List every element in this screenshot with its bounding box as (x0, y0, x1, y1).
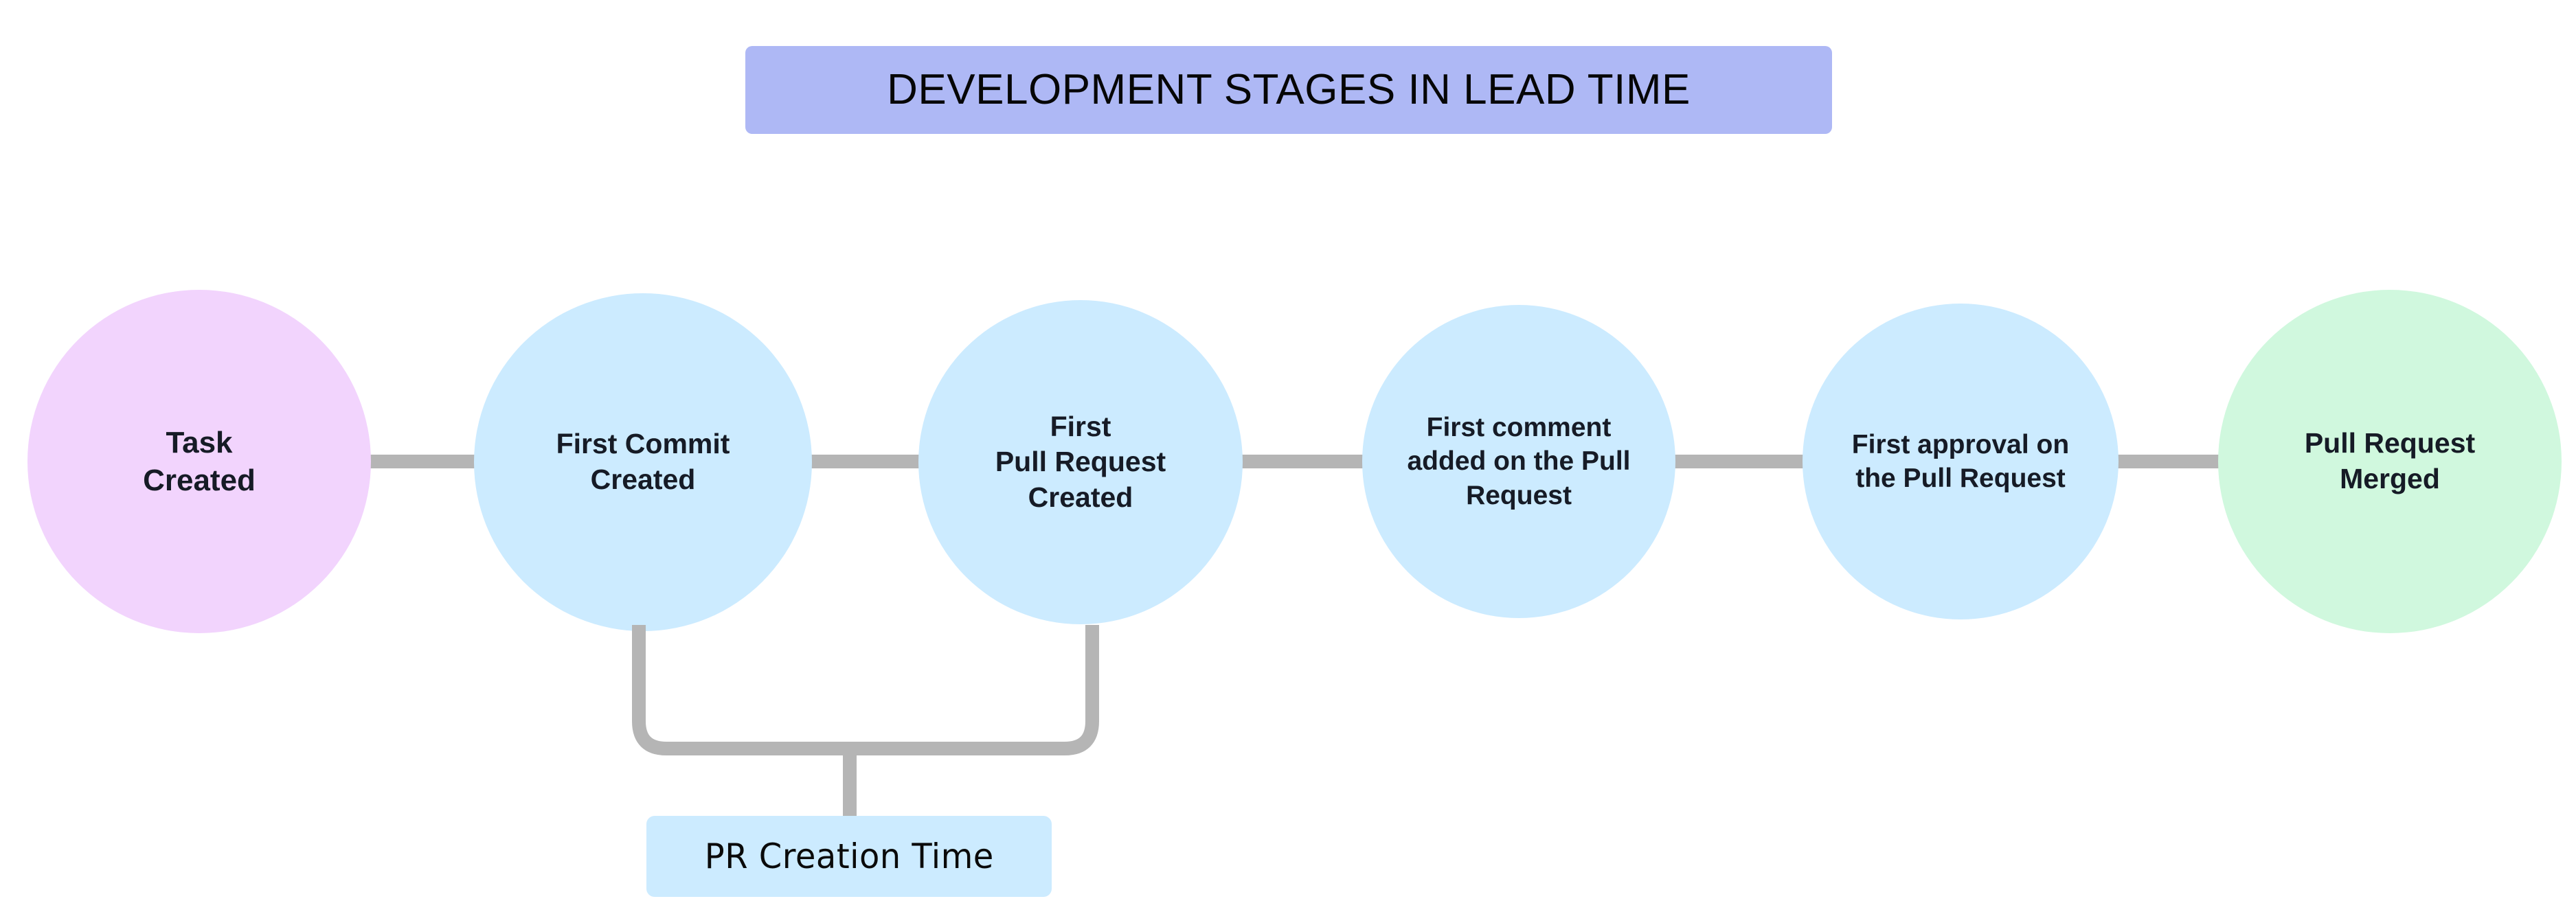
stage-node-first-pull-request-created[interactable]: First Pull Request Created (918, 300, 1243, 624)
page-title: DEVELOPMENT STAGES IN LEAD TIME (887, 66, 1691, 113)
stage-label-task-created: Task Created (143, 425, 256, 497)
annotation-label-pr-creation-time: PR Creation Time (704, 836, 994, 876)
stage-label-first-comment-on-pull-request: First comment added on the Pull Request (1407, 413, 1631, 510)
stage-node-first-comment-on-pull-request[interactable]: First comment added on the Pull Request (1362, 305, 1675, 618)
stage-node-first-commit-created[interactable]: First Commit Created (474, 293, 812, 631)
stage-label-pull-request-merged: Pull Request Merged (2304, 427, 2476, 494)
connector-first-commit-to-first-pr (797, 455, 941, 468)
stage-label-first-approval-on-pull-request: First approval on the Pull Request (1851, 429, 2070, 493)
stage-node-first-approval-on-pull-request[interactable]: First approval on the Pull Request (1803, 304, 2119, 619)
bracket-path (632, 625, 1099, 755)
connector-first-approval-to-pr-merged (2104, 455, 2235, 468)
connector-first-pr-to-first-comment (1228, 455, 1376, 468)
stage-label-first-commit-created: First Commit Created (556, 428, 730, 495)
stage-label-first-pull-request-created: First Pull Request Created (995, 410, 1166, 513)
diagram-title-banner: DEVELOPMENT STAGES IN LEAD TIME (745, 46, 1832, 134)
connector-first-comment-to-first-approval (1662, 455, 1816, 468)
pr-creation-time-bracket (632, 625, 1099, 824)
stage-node-pull-request-merged[interactable]: Pull Request Merged (2218, 290, 2562, 633)
connector-task-created-to-first-commit (354, 455, 498, 468)
annotation-pr-creation-time[interactable]: PR Creation Time (646, 816, 1052, 897)
stage-node-task-created[interactable]: Task Created (27, 290, 371, 633)
